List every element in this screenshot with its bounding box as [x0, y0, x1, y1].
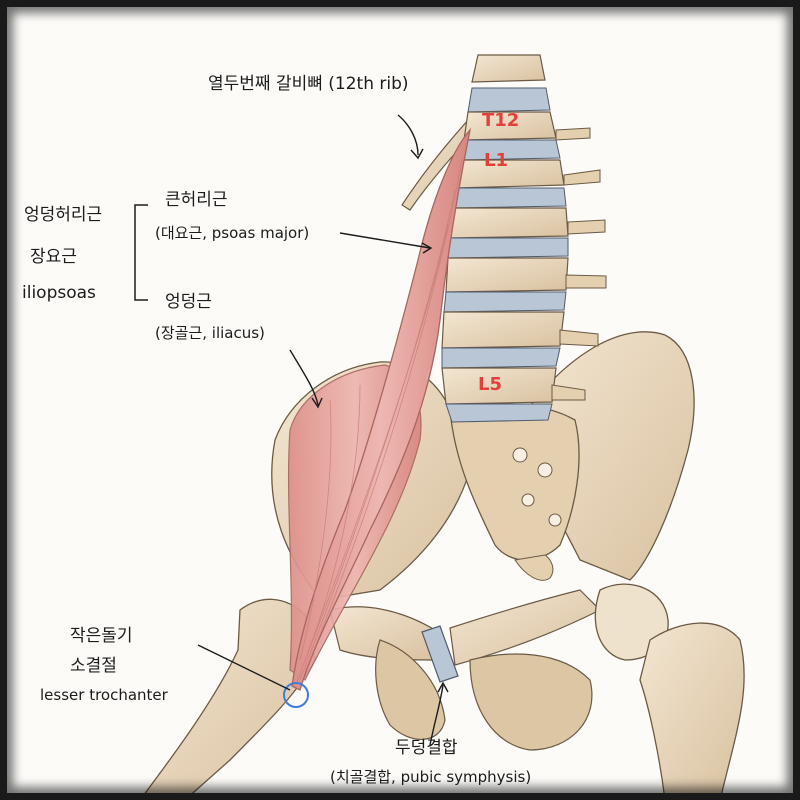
- label-lesser-trochanter-ko-1: 작은돌기: [70, 626, 133, 646]
- left-femur: [139, 598, 316, 800]
- coccyx: [514, 554, 554, 581]
- pubic-symphysis: [421, 625, 459, 683]
- ischium-right: [469, 653, 593, 751]
- ischium-left: [375, 639, 446, 740]
- sacrum: [449, 402, 580, 561]
- label-iliacus-ko: 엉덩근: [165, 292, 212, 312]
- lumbar-spine: [441, 54, 607, 423]
- label-psoas-ko: 큰허리근: [165, 190, 228, 210]
- label-12th-rib: 열두번째 갈비뼈 (12th rib): [208, 74, 409, 94]
- label-pubic-symphysis-ko: 두덩결합: [395, 738, 458, 758]
- label-psoas-sub: (대요근, psoas major): [155, 224, 310, 242]
- label-iliacus-sub: (장골근, iliacus): [155, 324, 265, 342]
- iliopsoas-bracket: [134, 204, 148, 301]
- psoas-pointer: [339, 232, 431, 249]
- label-iliopsoas-ko: 엉덩허리근: [24, 205, 103, 225]
- label-iliopsoas-sub: 장요근: [30, 247, 77, 267]
- label-lesser-trochanter-ko-2: 소결절: [70, 656, 117, 676]
- lesser-trochanter-marker: [283, 682, 309, 708]
- label-pubic-symphysis-sub: (치골결합, pubic symphysis): [330, 768, 532, 786]
- psoas-major-muscle: [291, 127, 472, 691]
- vertebra-label-t12: T12: [482, 110, 520, 131]
- lesser-trochanter-pointer: [197, 644, 291, 691]
- vertebra-label-l5: L5: [478, 374, 502, 395]
- rib-pointer: [397, 114, 419, 156]
- right-femur: [639, 622, 745, 800]
- label-iliopsoas-en: iliopsoas: [22, 283, 96, 303]
- vertebra-label-l1: L1: [484, 150, 508, 171]
- iliacus-pointer: [289, 349, 319, 406]
- label-lesser-trochanter-en: lesser trochanter: [40, 686, 168, 704]
- pubic-pointer: [429, 684, 444, 746]
